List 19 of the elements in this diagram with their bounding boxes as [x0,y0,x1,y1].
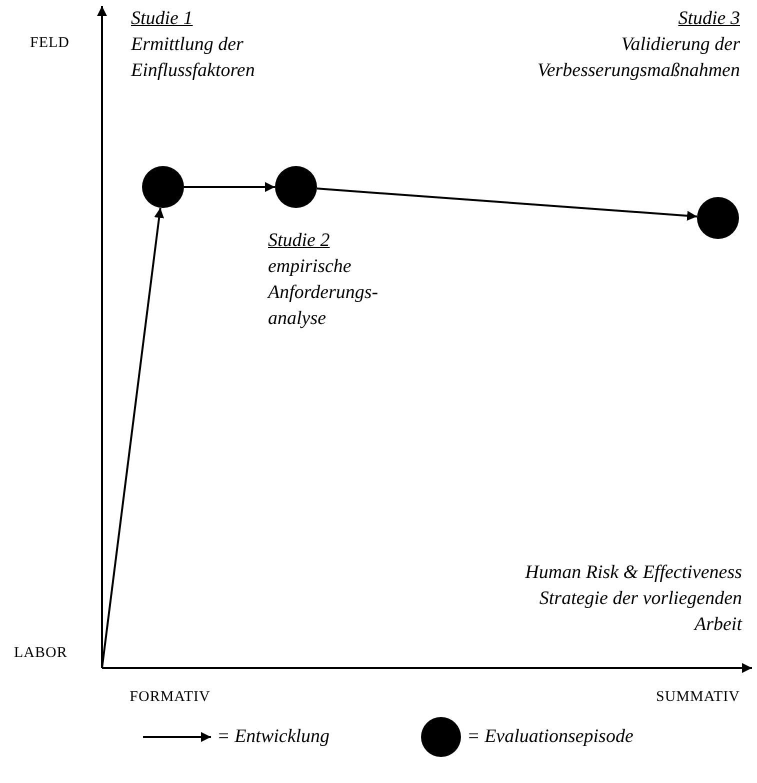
arrow [316,188,698,221]
episode-circle [275,166,317,208]
study-description: Validierung der Verbesserungsmaßnahmen [536,33,740,83]
axis-label: FELD [30,34,70,53]
axis-label: LABOR [14,644,68,663]
axis-label: FORMATIV [128,688,212,707]
strategy-note: Human Risk & Effectiveness Strategie der vorliegenden Arbeit [524,561,742,637]
axis-label: SUMMATIV [654,688,740,707]
episode-circle [697,197,739,239]
study-description: empirische Anforderungs- analyse [268,255,380,331]
arrow [101,208,164,668]
legend-text: = Entwicklung [217,725,330,749]
arrow [184,182,275,192]
study-heading: Studie 1 [131,7,194,31]
study-description: Ermittlung der Einflussfaktoren [131,33,256,83]
study-heading: Studie 3 [677,7,740,31]
legend-text: = Evaluationsepisode [467,725,634,749]
episode-circle [142,166,184,208]
study-heading: Studie 2 [268,229,331,253]
